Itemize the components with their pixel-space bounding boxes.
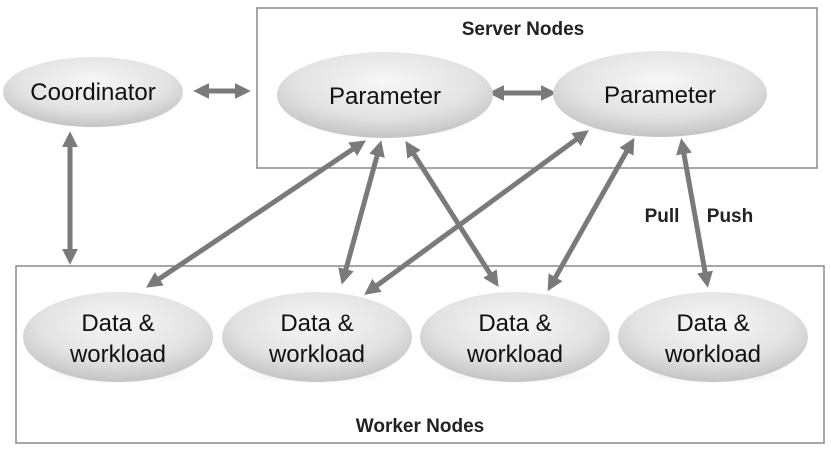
parameter-2-label: Parameter bbox=[604, 82, 716, 109]
edge-p2-w3 bbox=[547, 137, 635, 292]
worker-nodes-title: Worker Nodes bbox=[356, 416, 484, 437]
worker-node-1: Data & workload bbox=[23, 292, 213, 385]
pull-label: Pull bbox=[645, 206, 680, 227]
server-nodes-title: Server Nodes bbox=[462, 19, 585, 40]
parameter-node-2: Parameter bbox=[553, 51, 767, 138]
coordinator-label: Coordinator bbox=[30, 79, 155, 106]
worker-1-line1: Data & bbox=[81, 310, 154, 337]
worker-1-line2: workload bbox=[69, 341, 166, 368]
worker-2-line2: workload bbox=[268, 341, 365, 368]
edges bbox=[61, 82, 713, 295]
coordinator-node: Coordinator bbox=[3, 57, 183, 128]
parameter-node-1: Parameter bbox=[277, 52, 493, 138]
push-label: Push bbox=[707, 206, 753, 227]
edge-p2-w4 bbox=[676, 138, 713, 288]
worker-2-line1: Data & bbox=[280, 310, 353, 337]
worker-3-line2: workload bbox=[466, 341, 563, 368]
edge-p1-w1 bbox=[146, 140, 366, 288]
worker-node-3: Data & workload bbox=[420, 292, 610, 385]
parameter-1-label: Parameter bbox=[329, 83, 441, 110]
worker-4-line2: workload bbox=[664, 341, 761, 368]
worker-4-line1: Data & bbox=[676, 310, 749, 337]
worker-node-4: Data & workload bbox=[618, 292, 808, 385]
worker-node-2: Data & workload bbox=[222, 292, 412, 385]
worker-3-line1: Data & bbox=[478, 310, 551, 337]
